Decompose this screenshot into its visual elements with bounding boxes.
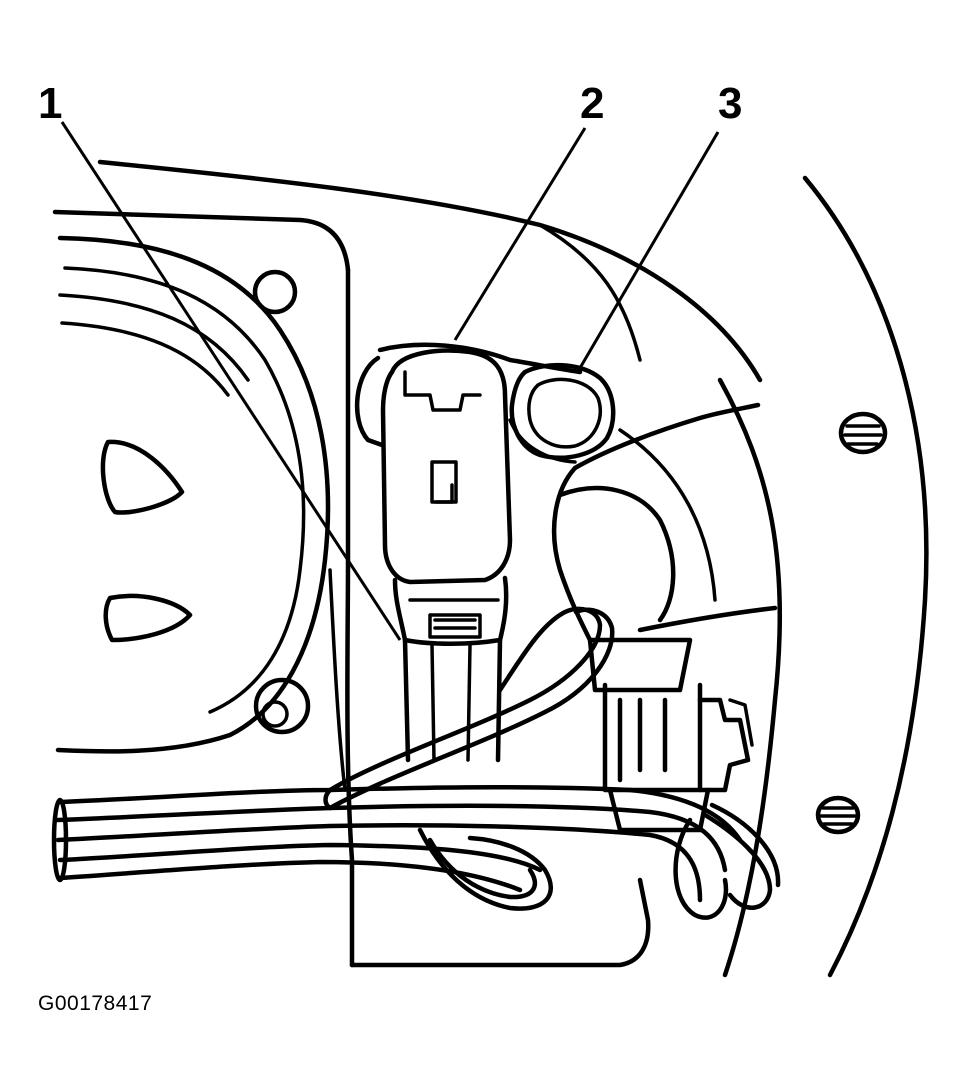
- figure-id: G00178417: [38, 992, 153, 1015]
- housing-outline: [52, 159, 929, 978]
- sensor-body: [354, 342, 583, 763]
- stud-upper: [838, 411, 888, 455]
- wire-harness: [51, 606, 781, 920]
- callout-leader-2: [453, 127, 587, 341]
- callout-leader-3: [578, 131, 720, 369]
- left-housing: [55, 235, 331, 754]
- secondary-connector: [587, 637, 754, 833]
- callout-leader-1: [60, 121, 402, 641]
- mount-plate: [328, 267, 651, 968]
- hose: [551, 402, 778, 643]
- callout-label-3: 3: [718, 79, 742, 128]
- callout-label-2: 2: [580, 79, 604, 128]
- stud-lower: [815, 795, 861, 835]
- callout-label-1: 1: [38, 79, 62, 128]
- mounting-bolt: [508, 362, 616, 464]
